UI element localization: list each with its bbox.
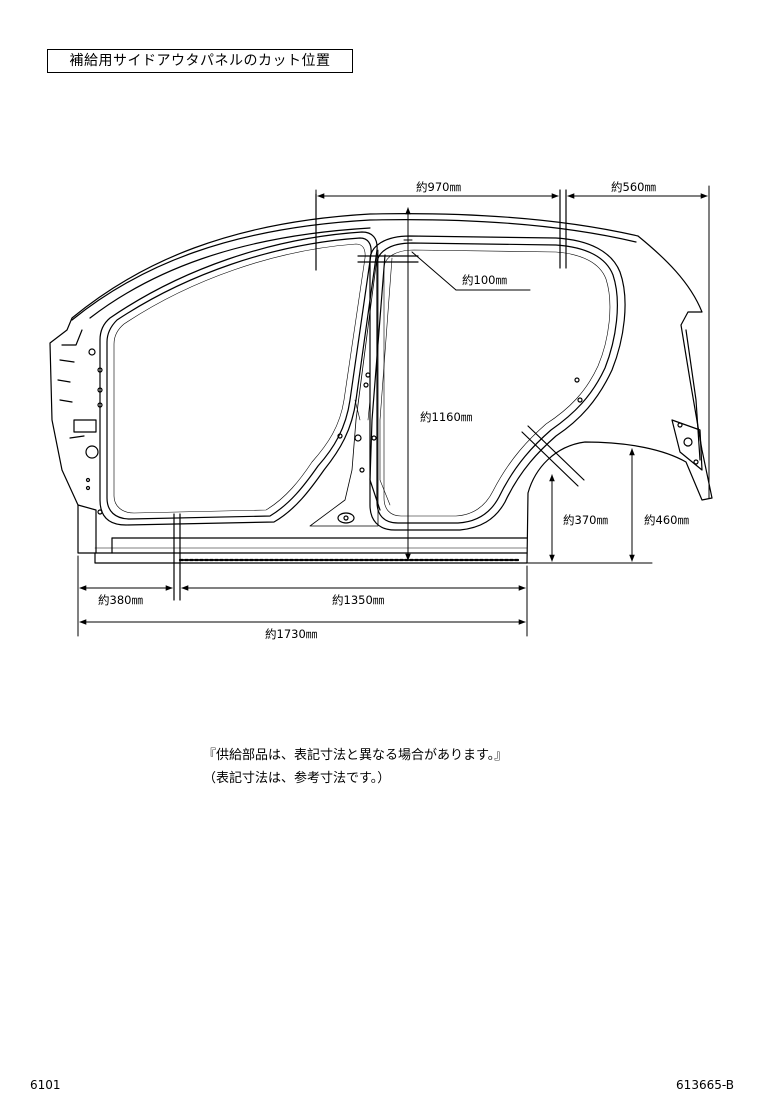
dim-top-rear: 約560㎜ (611, 180, 656, 194)
dim-total-bottom: 約1730㎜ (265, 627, 318, 641)
page-number: 6101 (30, 1078, 61, 1092)
front-door-opening (99, 231, 378, 526)
dim-front-bottom: 約380㎜ (98, 593, 143, 607)
panel-outline (49, 213, 713, 564)
diagram-title: 補給用サイドアウタパネルのカット位置 (47, 49, 353, 73)
dim-rear-total-height: 約460㎜ (644, 513, 689, 527)
reference-note: （表記寸法は、参考寸法です。） (203, 771, 391, 786)
dimension-lines (77, 185, 710, 637)
dim-middle-bottom: 約1350㎜ (332, 593, 385, 607)
cut-lines (173, 189, 585, 601)
dim-pillar-width: 約100㎜ (462, 273, 507, 287)
dim-rear-cut-height: 約370㎜ (563, 513, 608, 527)
dimension-labels: 約970㎜ 約560㎜ 約100㎜ 約1160㎜ 約370㎜ 約460㎜ 約38… (98, 180, 689, 641)
dim-pillar-height: 約1160㎜ (420, 410, 473, 424)
b-pillar (309, 249, 393, 527)
dim-top-front: 約970㎜ (416, 180, 461, 194)
document-code: 613665-B (676, 1078, 734, 1092)
supply-note: 『供給部品は、表記寸法と異なる場合があります。』 (203, 748, 508, 763)
